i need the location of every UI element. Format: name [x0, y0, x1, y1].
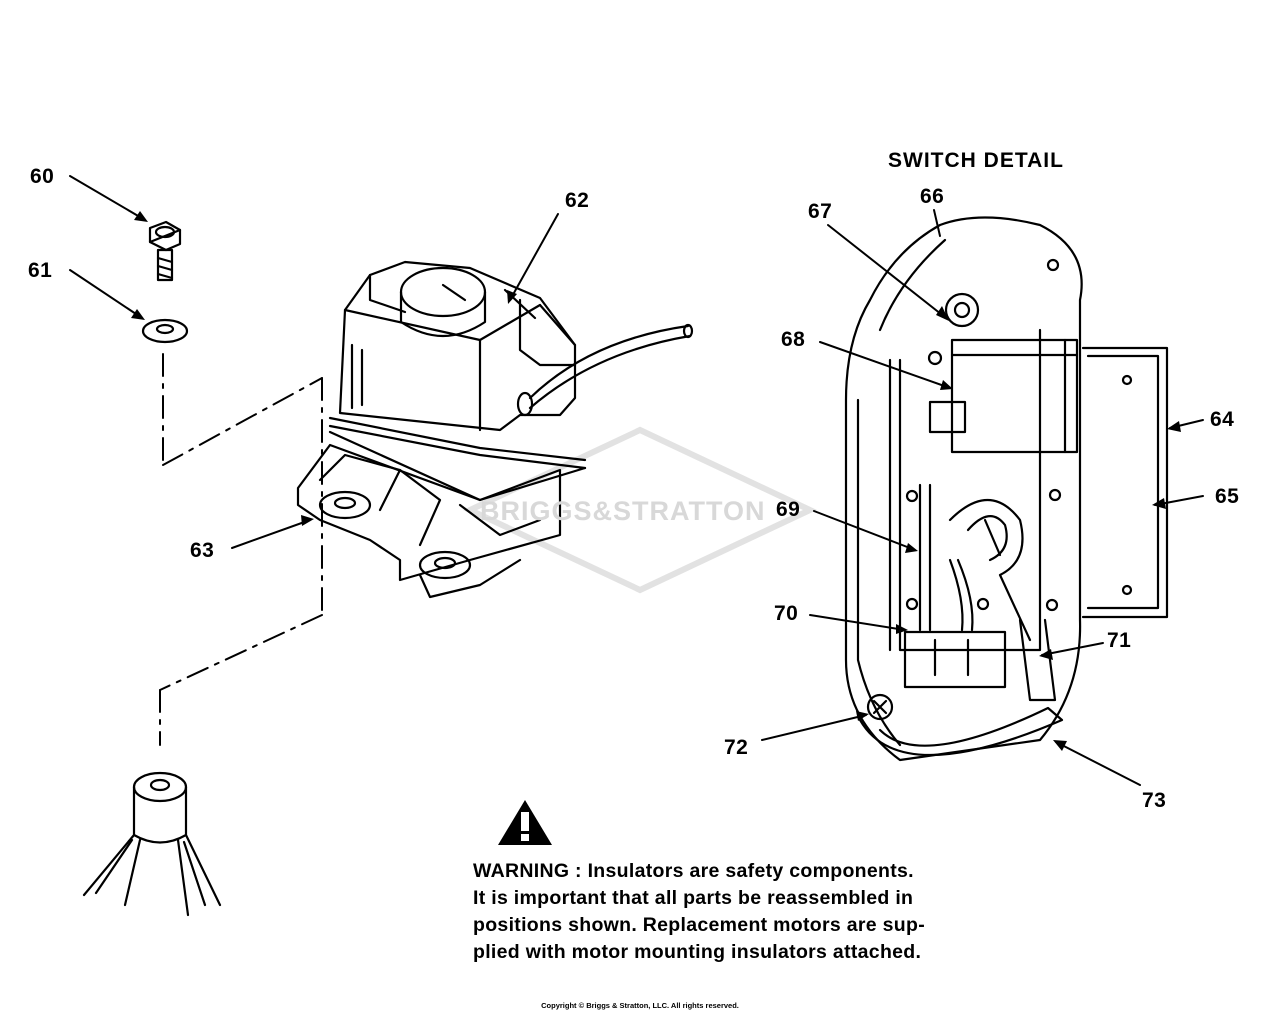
callout-64: 64	[1210, 408, 1235, 431]
callout-arrowheads	[131, 211, 1181, 751]
insulator-cone	[82, 771, 222, 917]
callout-61: 61	[28, 259, 53, 282]
tube-part-71	[1018, 618, 1057, 702]
callout-leaders	[69, 175, 1204, 786]
callout-69: 69	[776, 498, 801, 521]
assembly-centerline	[159, 353, 323, 746]
callout-67: 67	[808, 200, 833, 223]
watermark-text: BRIGGS&STRATTON	[480, 496, 766, 526]
warning-line: WARNING : Insulators are safety componen…	[473, 860, 914, 882]
callout-73: 73	[1142, 789, 1167, 812]
callout-65: 65	[1215, 485, 1240, 508]
side-plate-part-64	[1081, 346, 1169, 619]
bolt-part-60	[148, 220, 182, 282]
switch-housing	[844, 216, 1169, 762]
warning-line: It is important that all parts be reasse…	[473, 887, 914, 909]
warning-triangle-icon	[498, 800, 552, 845]
warning-notice: WARNING : Insulators are safety componen…	[473, 858, 1073, 966]
callout-63: 63	[190, 539, 215, 562]
callout-68: 68	[781, 328, 806, 351]
motor-mount-part-63	[296, 443, 562, 582]
switch-block-part-68	[950, 338, 1079, 454]
callout-60: 60	[30, 165, 55, 188]
callout-62: 62	[565, 189, 590, 212]
washer-part-61	[141, 318, 189, 344]
motor-assembly-part-62	[296, 260, 694, 599]
callout-66: 66	[920, 185, 945, 208]
terminal-block-part-70	[903, 630, 1007, 689]
warning-line: plied with motor mounting insulators att…	[473, 941, 922, 963]
callout-72: 72	[724, 736, 749, 759]
warning-line: positions shown. Replacement motors are …	[473, 914, 926, 936]
switch-detail-title: SWITCH DETAIL	[888, 149, 1064, 172]
copyright-notice: Copyright © Briggs & Stratton, LLC. All …	[541, 1001, 739, 1010]
strap-part-73	[858, 706, 1064, 757]
callout-70: 70	[774, 602, 799, 625]
callout-71: 71	[1107, 629, 1132, 652]
